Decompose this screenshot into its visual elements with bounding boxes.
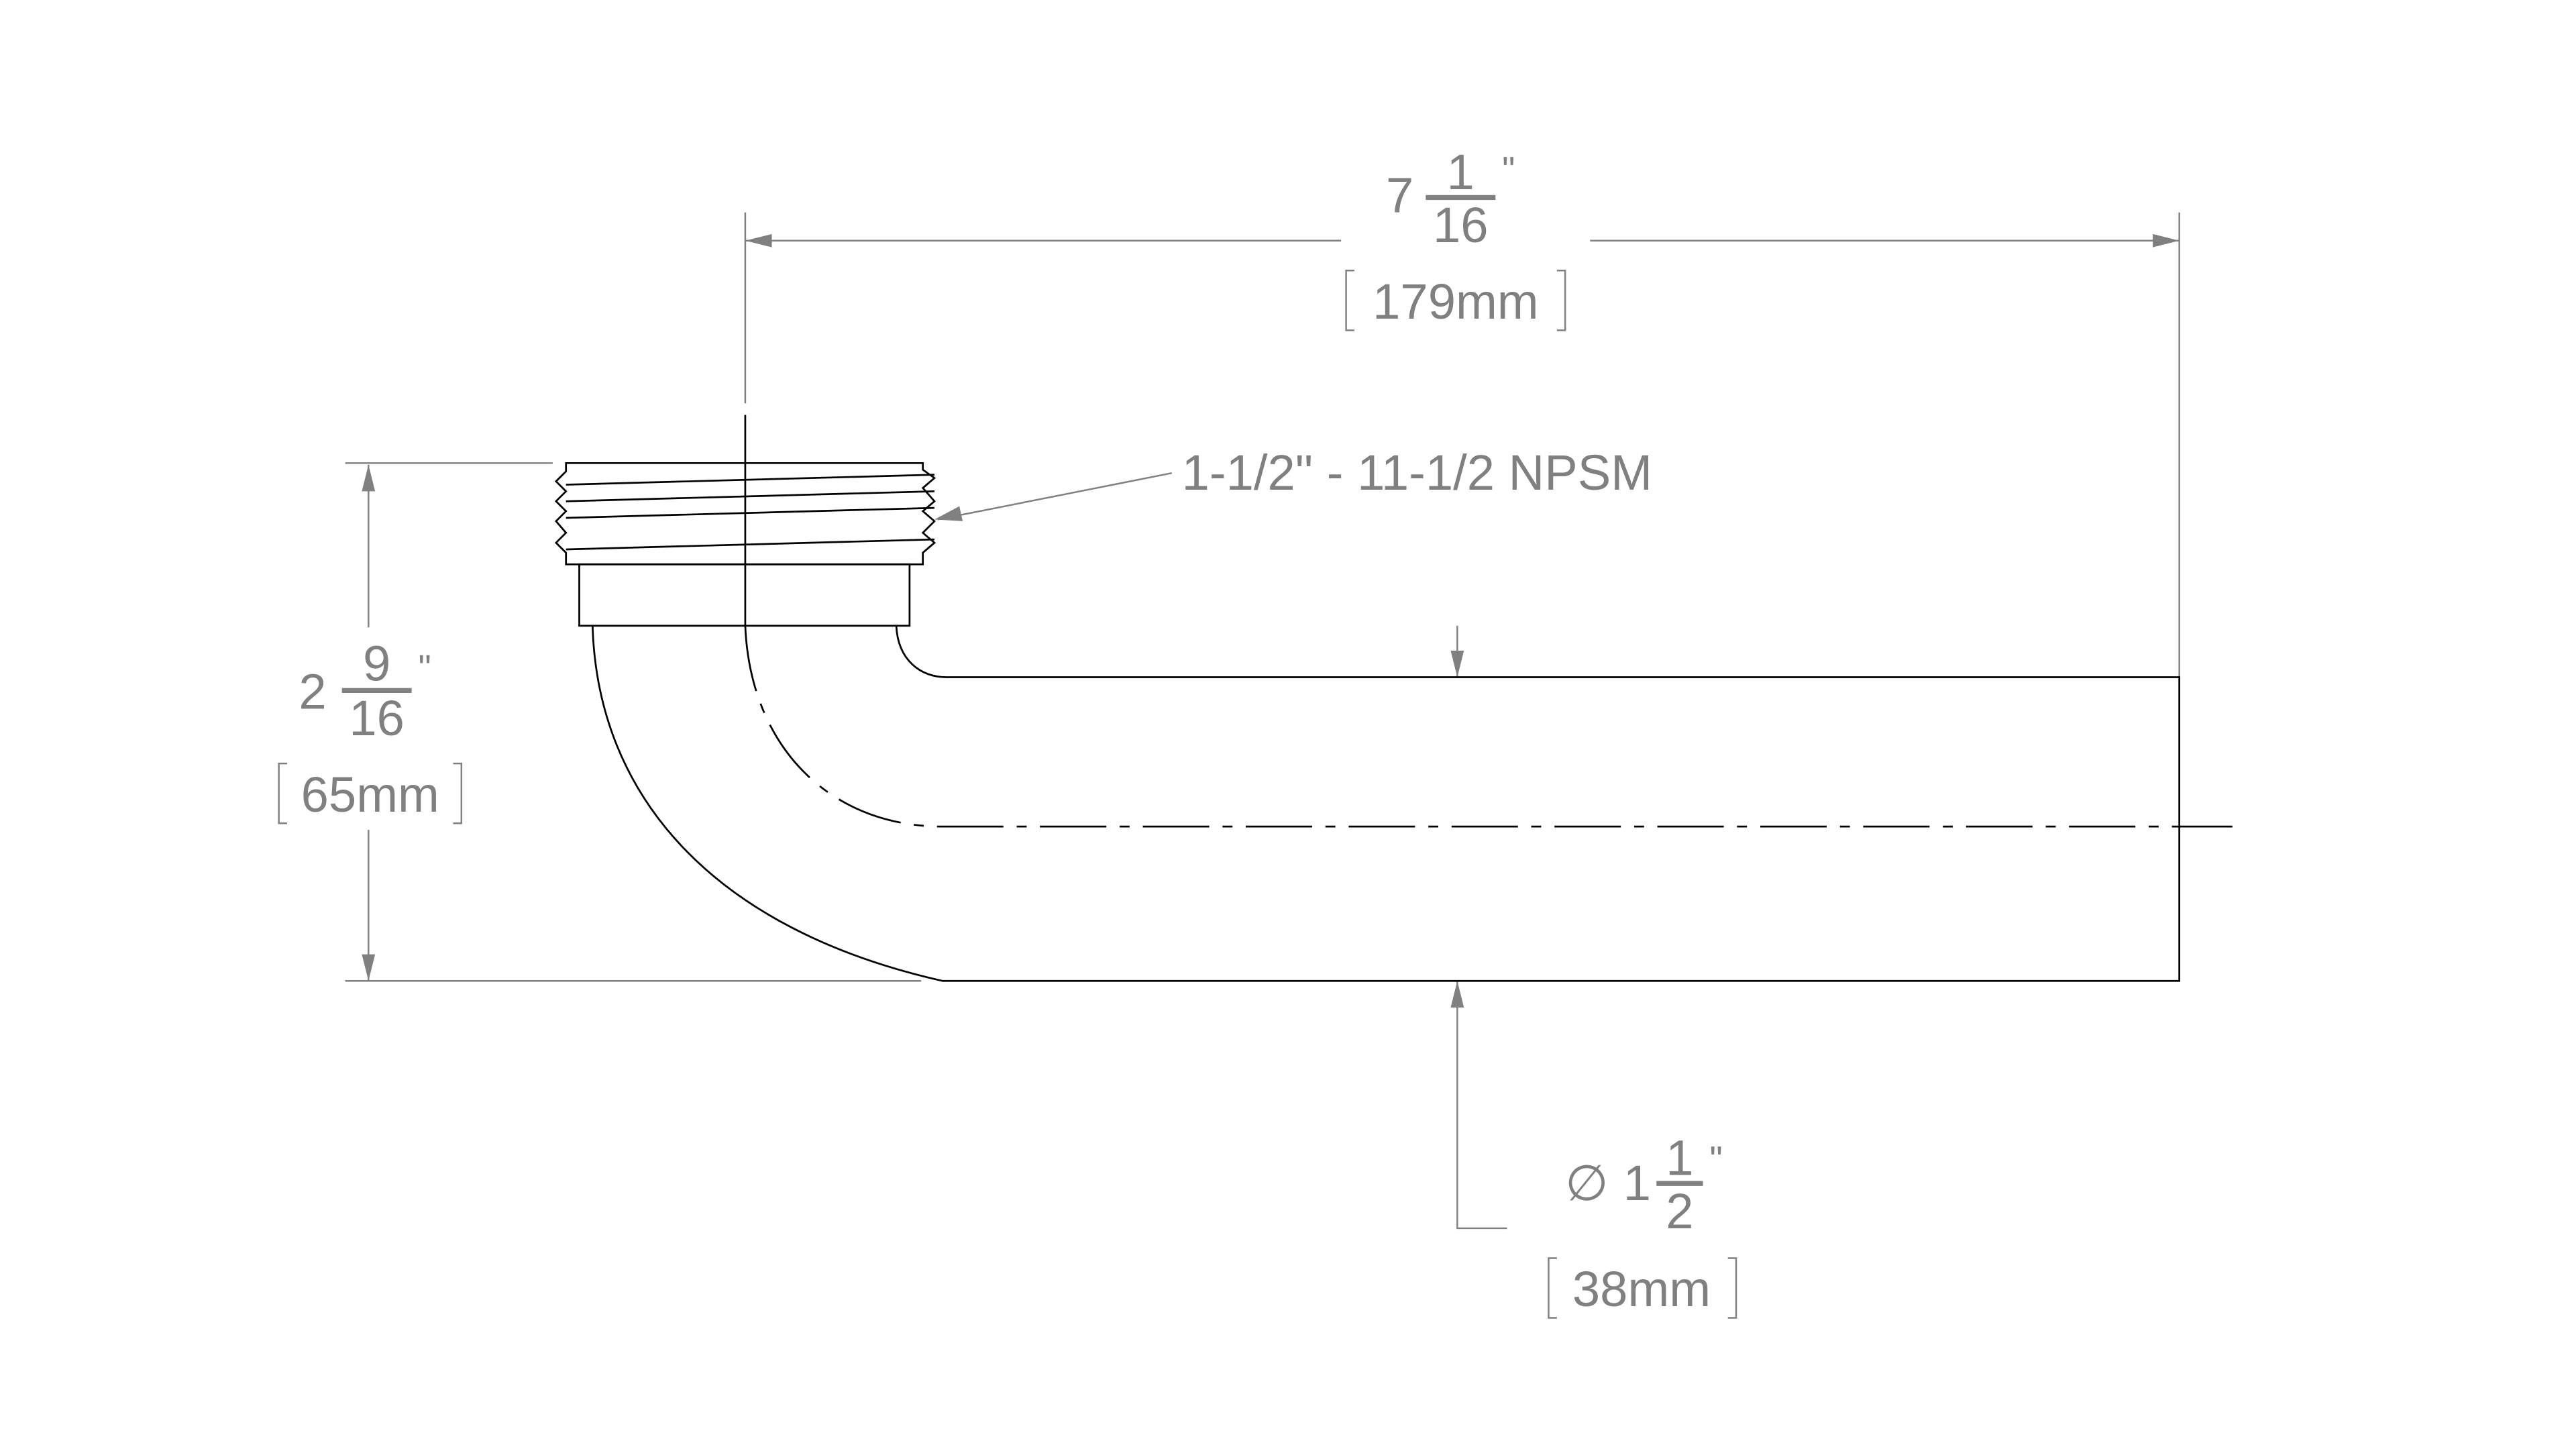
thread-callout: 1-1/2" - 11-1/2 NPSM	[934, 445, 1652, 521]
height-whole: 2	[299, 663, 326, 719]
height-unit: "	[419, 647, 431, 688]
arrow-right-icon	[2153, 233, 2180, 248]
diameter-numerator: 1	[1666, 1130, 1693, 1186]
height-metric: 65mm	[301, 767, 439, 822]
diameter-whole: 1	[1623, 1155, 1651, 1211]
length-unit: "	[1502, 150, 1515, 191]
diameter-symbol: ∅	[1565, 1155, 1609, 1211]
length-denominator: 16	[1433, 197, 1489, 253]
length-numerator: 1	[1447, 144, 1474, 200]
length-metric: 179mm	[1373, 274, 1538, 329]
thread-label: 1-1/2" - 11-1/2 NPSM	[1182, 445, 1652, 500]
leader-arrow-icon	[934, 506, 963, 521]
diameter-denominator: 2	[1666, 1183, 1693, 1239]
diameter-metric: 38mm	[1572, 1261, 1711, 1317]
diameter-unit: "	[1709, 1139, 1722, 1180]
diameter-dimension: ∅ 1 1 2 " 38mm	[1450, 625, 1737, 1319]
arrow-down-icon	[1450, 650, 1464, 678]
arrow-up-icon	[362, 464, 376, 492]
arrow-left-icon	[745, 233, 772, 248]
pipe-elbow	[554, 415, 2233, 982]
length-whole: 7	[1386, 168, 1413, 223]
height-numerator: 9	[363, 635, 390, 691]
arrow-up-icon	[1450, 981, 1464, 1008]
height-denominator: 16	[349, 690, 405, 746]
height-dimension: 2 9 16 " 65mm	[278, 462, 922, 982]
length-dimension: 7 1 16 " 179mm	[744, 144, 2180, 678]
arrow-down-icon	[362, 954, 376, 981]
